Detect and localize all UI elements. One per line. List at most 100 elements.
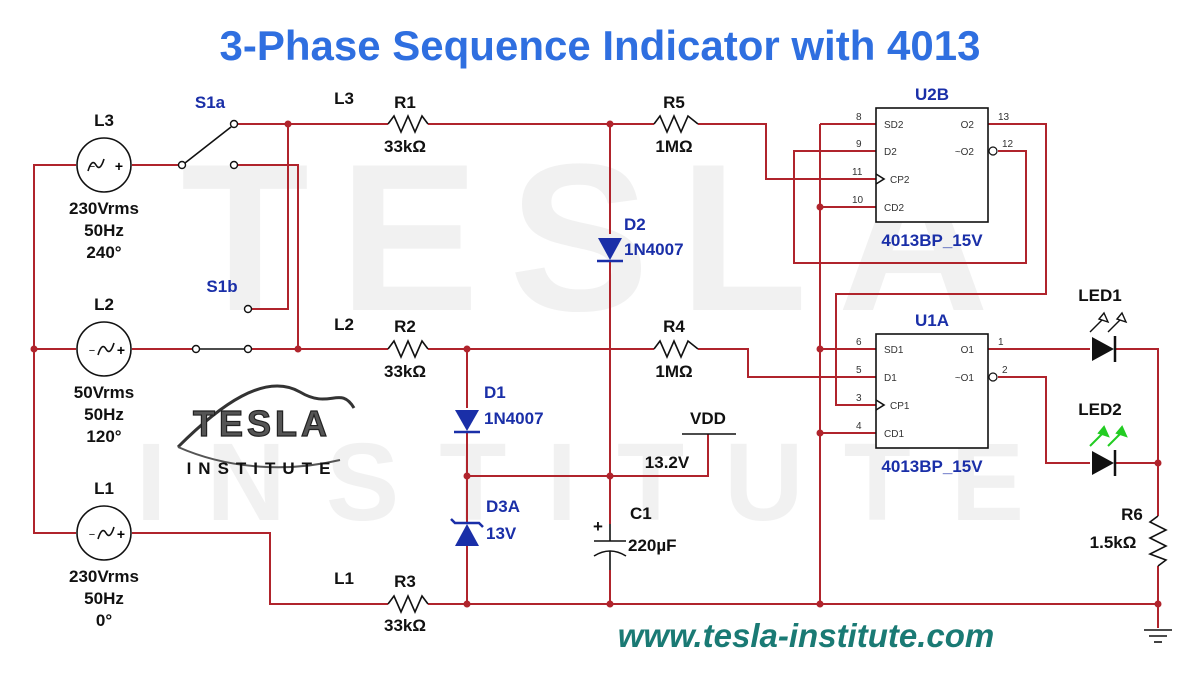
source-name: L2: [94, 295, 114, 314]
pin-label: SD1: [884, 345, 904, 356]
source-name: L3: [94, 111, 114, 130]
zener-part: 13V: [486, 524, 517, 543]
diode-part: 1N4007: [484, 409, 544, 428]
diode-part: 1N4007: [624, 240, 684, 259]
pin-number: 6: [856, 337, 862, 348]
diode-triangle: [455, 410, 479, 431]
source-voltage: 50Vrms: [74, 383, 135, 402]
switch-label: S1b: [206, 277, 237, 296]
resistor-name: R6: [1121, 505, 1143, 524]
plus-sign: +: [117, 342, 125, 358]
zener-d3a: D3A 13V: [450, 497, 520, 546]
r4-to-d1-wire: [698, 348, 876, 378]
junction-dot: [30, 345, 38, 353]
pin-label: D1: [884, 373, 897, 384]
resistor-value: 33kΩ: [384, 137, 426, 156]
pin-label: CP1: [890, 401, 910, 412]
junction-dot: [606, 120, 614, 128]
junction-dot: [816, 345, 824, 353]
pin-number: 11: [852, 167, 863, 178]
plus-sign: +: [117, 526, 125, 542]
capacitor-polarity: +: [593, 517, 603, 536]
capacitor-value: 220µF: [628, 536, 677, 555]
pin-number: 3: [856, 393, 862, 404]
vdd-label: VDD: [690, 409, 726, 428]
inverted-output-bubble: [988, 372, 998, 382]
pin-label: ~O2: [955, 147, 975, 158]
pin-number: 12: [1002, 139, 1014, 150]
switch-contact: [229, 160, 239, 170]
resistor-value: 33kΩ: [384, 362, 426, 381]
junction-dot: [463, 472, 471, 480]
resistor-value: 1MΩ: [655, 362, 692, 381]
capacitor-name: C1: [630, 504, 652, 523]
resistor-symbol: [387, 339, 429, 359]
pin-label: D2: [884, 147, 897, 158]
tesla-logo: TESLA INSTITUTE: [176, 384, 356, 478]
light-rays-icon: [1089, 311, 1128, 333]
ac-source-icon: [76, 321, 132, 377]
junction-dot: [606, 472, 614, 480]
switch-contact: [243, 304, 253, 314]
junction-dot: [463, 345, 471, 353]
source-phase: 240°: [86, 243, 121, 262]
ground-icon: [1144, 629, 1172, 643]
pin-label: O2: [961, 120, 975, 131]
resistor-name: R2: [394, 317, 416, 336]
resistor-symbol: [387, 114, 429, 134]
led-name: LED2: [1078, 400, 1121, 419]
page-title: 3-Phase Sequence Indicator with 4013: [220, 22, 981, 69]
minus-sign: −: [89, 345, 95, 357]
diode-name: D1: [484, 383, 506, 402]
line-label-l1: L1: [334, 569, 354, 588]
resistor-value: 33kΩ: [384, 616, 426, 635]
source-name: L1: [94, 479, 114, 498]
junction-dot: [463, 600, 471, 608]
resistor-symbol: [653, 114, 699, 134]
switch-contact: [191, 344, 201, 354]
source-l1: − + L1 230Vrms 50Hz 0°: [69, 479, 139, 630]
junction-dot: [816, 203, 824, 211]
website-url: www.tesla-institute.com: [618, 617, 995, 654]
switch-contact: [229, 119, 239, 129]
resistor-r4: R4 1MΩ: [653, 317, 699, 381]
zener-name: D3A: [486, 497, 520, 516]
junction-dot: [606, 600, 614, 608]
watermark-word: TESLA: [181, 120, 1019, 355]
s1a-lower-wire: [236, 164, 299, 349]
switch-label: S1a: [195, 93, 226, 112]
pin-number: 8: [856, 112, 862, 123]
light-rays-icon: [1089, 425, 1128, 447]
o2-to-cp1-wire: [835, 123, 1047, 406]
junction-dot: [294, 345, 302, 353]
ic-body: [875, 333, 989, 449]
resistor-r5: R5 1MΩ: [653, 93, 699, 156]
pin-label: CD2: [884, 203, 904, 214]
led-triangle: [1092, 337, 1114, 361]
ic-body: [875, 107, 989, 223]
switch-blade: [184, 126, 232, 164]
resistor-r3: R3 33kΩ: [384, 572, 429, 635]
pin-label: SD2: [884, 120, 904, 131]
source-frequency: 50Hz: [84, 405, 124, 424]
led-name: LED1: [1078, 286, 1121, 305]
l1-source-wire: [132, 532, 388, 605]
line-label-l3: L3: [334, 89, 354, 108]
junction-dot: [816, 429, 824, 437]
pin-number: 5: [856, 365, 862, 376]
clock-marker-icon: [875, 173, 886, 185]
pin-number: 13: [998, 112, 1010, 123]
resistor-symbol: [387, 594, 429, 614]
capacitor-c1: + C1 220µF: [593, 504, 677, 570]
junction-dot: [284, 120, 292, 128]
source-voltage: 230Vrms: [69, 567, 139, 586]
switch-contact: [243, 344, 253, 354]
ic-u1a: U1A 4013BP_15V SD1 D1 CP1 CD1 6 5 3 4 O1…: [856, 311, 1008, 476]
pin-label: CP2: [890, 175, 910, 186]
junction-dot: [816, 600, 824, 608]
source-phase: 0°: [96, 611, 112, 630]
sine-wave-icon: [87, 158, 105, 172]
switch-s1b: S1b: [191, 277, 253, 354]
ic-name: U2B: [915, 85, 949, 104]
